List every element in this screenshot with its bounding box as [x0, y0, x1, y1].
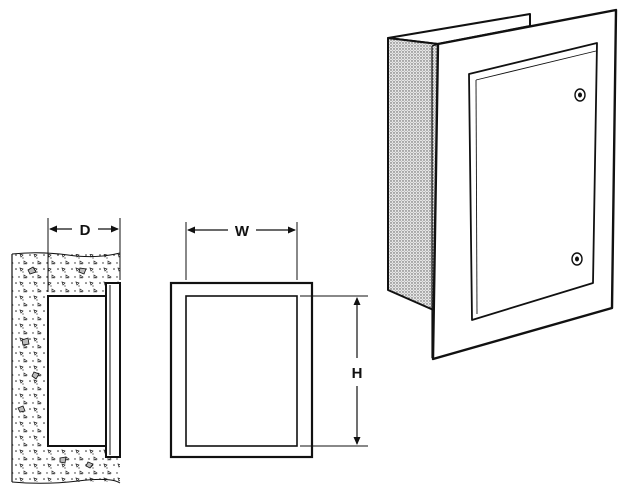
- side-section-view: D: [11, 218, 121, 484]
- height-label: H: [352, 365, 363, 382]
- depth-dimension: D: [47, 218, 121, 292]
- perspective-view: [387, 8, 618, 361]
- front-elevation-view: W H: [169, 222, 368, 459]
- front-door-panel: [185, 295, 298, 447]
- upper-lock-icon: [574, 88, 586, 102]
- cabinet-flange-section: [105, 282, 121, 458]
- depth-label: D: [80, 222, 91, 239]
- door-panel: [468, 42, 598, 321]
- width-label: W: [235, 223, 250, 240]
- box-side-face: [387, 37, 439, 313]
- height-dimension: H: [300, 295, 368, 447]
- cabinet-box-section: [47, 295, 107, 447]
- lower-lock-icon: [571, 252, 583, 266]
- width-dimension: W: [185, 222, 298, 280]
